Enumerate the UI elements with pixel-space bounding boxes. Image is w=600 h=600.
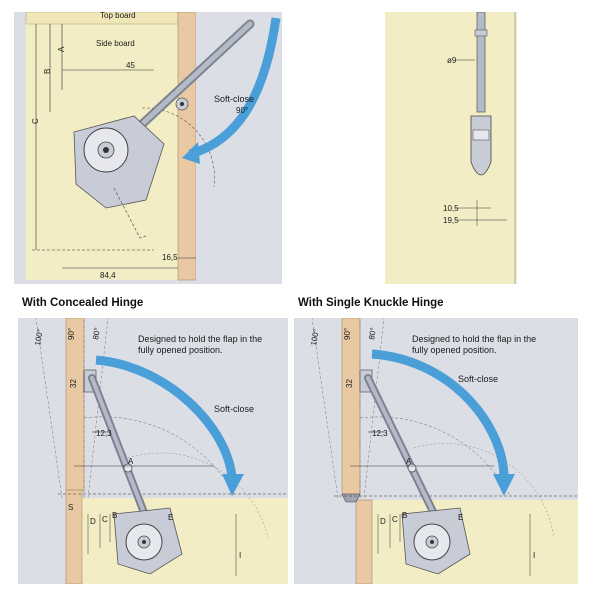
angle-90-label: 90° — [236, 106, 248, 115]
single-knuckle-hinge-title: With Single Knuckle Hinge — [298, 297, 444, 309]
dim-45-label: 45 — [126, 61, 135, 70]
dim-i-label: I — [239, 551, 241, 560]
dim-e-label: E — [168, 513, 173, 522]
dim-d-label: D — [380, 517, 386, 526]
dim-b-label: B — [43, 69, 52, 74]
dim-a-label: A — [128, 457, 134, 466]
angle-80-label: 80° — [367, 327, 378, 340]
dim-s-label: S — [68, 503, 73, 512]
dim-e-label: E — [458, 513, 463, 522]
dim-19-5-label: 19,5 — [443, 216, 459, 225]
single-knuckle-hinge-diagram: Designed to hold the flap in the fully o… — [294, 318, 578, 584]
top-right-diagram: ø9 10,5 19,5 — [385, 12, 517, 284]
dim-32-label: 32 — [345, 379, 354, 388]
dim-b-label: B — [112, 511, 117, 520]
angle-90-label: 90° — [67, 328, 76, 340]
dim-d-label: D — [90, 517, 96, 526]
soft-close-label: Soft-close — [214, 94, 254, 104]
dim-12-3-label: 12,3 — [372, 429, 388, 438]
dim-i-label: I — [533, 551, 535, 560]
dim-84-4-label: 84,4 — [100, 271, 116, 280]
dim-32-label: 32 — [69, 379, 78, 388]
dim-10-5-label: 10,5 — [443, 204, 459, 213]
angle-100-label: 100° — [33, 328, 45, 346]
top-left-diagram: Top board Side board A B C 45 84,4 16,5 … — [14, 12, 282, 284]
side-board-label: Side board — [96, 39, 135, 48]
dim-16-5-label: 16,5 — [162, 253, 178, 262]
dia-9-label: ø9 — [447, 56, 457, 65]
note-line1: Designed to hold the flap in the — [412, 334, 536, 344]
dim-a-label: A — [57, 46, 66, 52]
note-line1: Designed to hold the flap in the — [138, 334, 262, 344]
note-line2: fully opened position. — [138, 345, 223, 355]
soft-close-label: Soft-close — [458, 374, 498, 384]
dim-c-label: C — [392, 515, 398, 524]
soft-close-label: Soft-close — [214, 404, 254, 414]
dim-b-label: B — [402, 511, 407, 520]
top-board-label: Top board — [100, 12, 136, 20]
note-line2: fully opened position. — [412, 345, 497, 355]
dim-a-label: A — [406, 457, 412, 466]
concealed-hinge-diagram: Designed to hold the flap in the fully o… — [18, 318, 288, 584]
angle-90-label: 90° — [343, 328, 352, 340]
angle-100-label: 100° — [309, 328, 321, 346]
angle-80-label: 80° — [91, 327, 102, 340]
dim-c-label: C — [102, 515, 108, 524]
dim-12-3-label: 12,3 — [96, 429, 112, 438]
concealed-hinge-title: With Concealed Hinge — [22, 297, 144, 309]
dim-c-label: C — [31, 118, 40, 124]
